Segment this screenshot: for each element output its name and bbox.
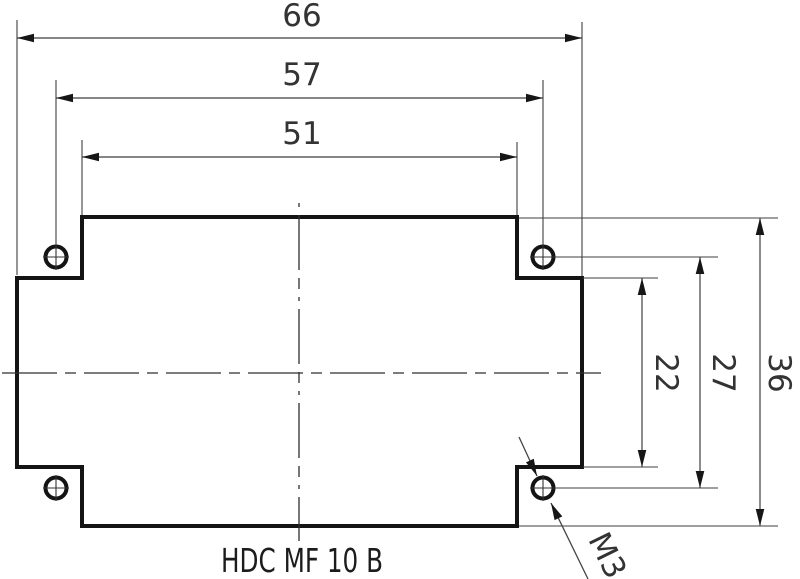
part-outline	[15, 215, 584, 528]
hole-bottom-right	[530, 475, 556, 501]
dim-label-overall-height: 36	[761, 353, 797, 392]
hole-top-left	[43, 244, 69, 270]
dim-label-inner-height: 22	[648, 353, 684, 392]
thread-label: M3	[581, 527, 634, 579]
dim-hole-span-width: 57	[55, 57, 544, 244]
dim-label-overall-width: 66	[282, 0, 321, 34]
leader-line-lower	[550, 502, 589, 579]
dim-overall-height: 36	[519, 217, 797, 527]
dim-label-top-width: 51	[282, 116, 321, 152]
hole-center-cross	[530, 475, 556, 501]
part-designation-label: HDC MF 10 B	[221, 541, 383, 579]
dim-overall-width: 66	[16, 0, 583, 276]
thread-callout: M3	[518, 436, 634, 579]
leader-line-upper	[518, 436, 538, 477]
dim-inner-height: 22	[583, 277, 684, 468]
hole-top-right	[530, 244, 556, 270]
hole-center-cross	[530, 244, 556, 270]
hole-bottom-left	[43, 475, 69, 501]
dim-label-hole-span-width: 57	[282, 57, 321, 93]
dim-hole-span-height: 27	[556, 256, 741, 489]
dim-label-hole-span-height: 27	[705, 353, 741, 392]
hole-center-cross	[43, 244, 69, 270]
dim-top-width: 51	[81, 116, 518, 215]
hole-center-cross	[43, 475, 69, 501]
